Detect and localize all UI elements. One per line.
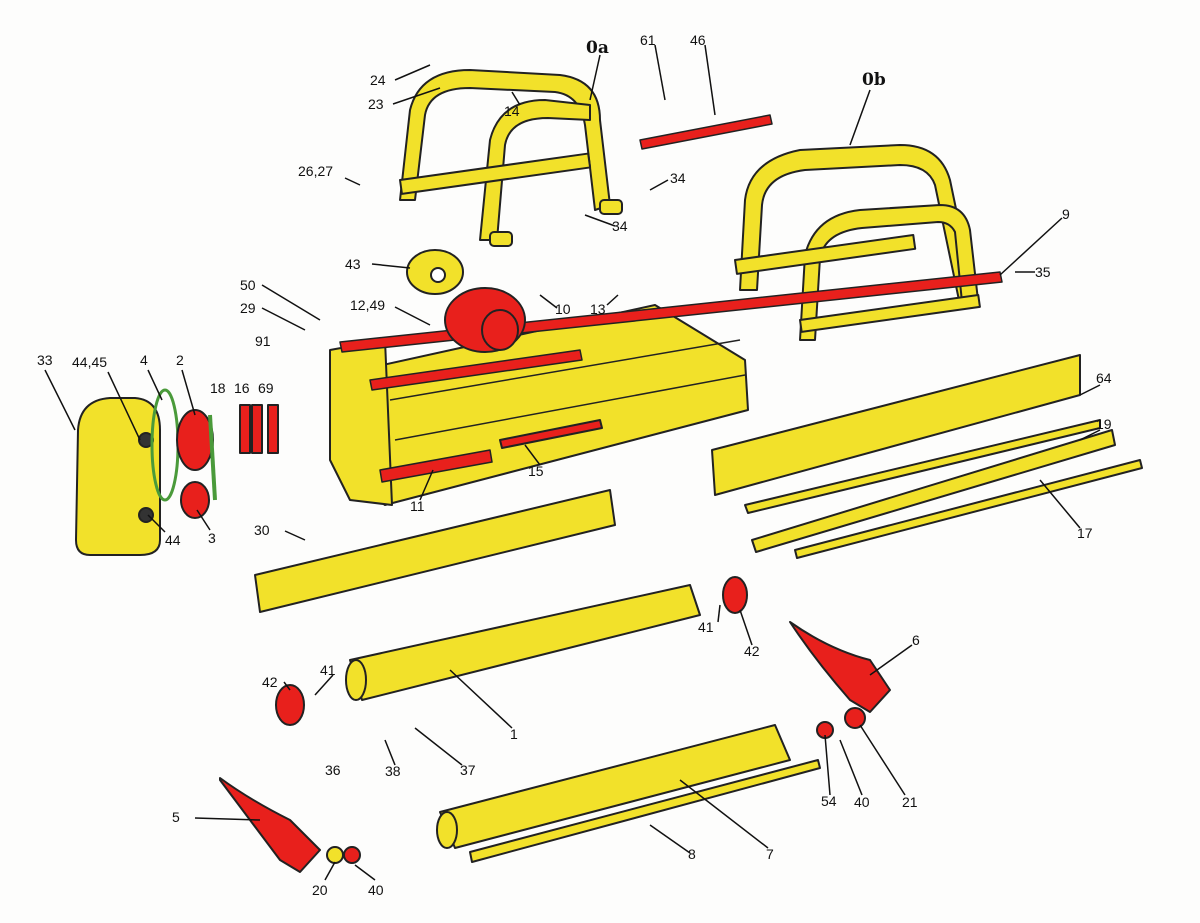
callout-label: 40 — [368, 882, 384, 898]
hood-panels — [711, 354, 1143, 559]
callout-label: 11 — [410, 498, 425, 514]
callout-label: 38 — [385, 763, 401, 779]
callout-label: 18 — [210, 380, 226, 396]
callout-label: 30 — [254, 522, 270, 538]
callout-label: 41 — [698, 619, 714, 635]
callout-label: 36 — [325, 762, 341, 778]
callout-label: 26,27 — [298, 163, 334, 179]
callout-label: 61 — [640, 32, 656, 48]
callout-label: 17 — [1077, 525, 1093, 541]
side-plates — [219, 621, 891, 873]
front-frame-0a — [399, 69, 623, 247]
callout-label: 34 — [670, 170, 686, 186]
callout-label: 9 — [1062, 206, 1070, 222]
callout-label: 64 — [1096, 370, 1112, 386]
callout-label: 12,49 — [350, 297, 386, 313]
callout-label: 35 — [1035, 264, 1051, 280]
leader-lines — [44, 44, 1101, 881]
callout-label: 13 — [590, 301, 606, 317]
callout-label: 1 — [510, 726, 518, 742]
callout-label: 37 — [460, 762, 476, 778]
callout-label: 29 — [240, 300, 256, 316]
callout-label: 5 — [172, 809, 180, 825]
gearbox — [406, 249, 526, 353]
callout-label: 6 — [912, 632, 920, 648]
callout-label: 2 — [176, 352, 184, 368]
callout-label: 42 — [262, 674, 278, 690]
rear-frame-0b — [733, 144, 981, 341]
belt-guard — [75, 397, 161, 556]
roller — [436, 724, 821, 863]
callout-label: 21 — [902, 794, 918, 810]
callout-label: 43 — [345, 256, 361, 272]
callout-label: 41 — [320, 662, 336, 678]
callout-label: 69 — [258, 380, 274, 396]
callout-label: 7 — [766, 846, 774, 862]
rotor — [275, 576, 748, 726]
callout-label: 50 — [240, 277, 256, 293]
callout-label: 23 — [368, 96, 384, 112]
callout-label: 8 — [688, 846, 696, 862]
callout-label: 44,45 — [72, 354, 108, 370]
frame-label-0a: 0a — [586, 38, 609, 58]
callout-label: 24 — [370, 72, 386, 88]
callout-label: 33 — [37, 352, 53, 368]
callout-label: 4 — [140, 352, 148, 368]
callout-label: 16 — [234, 380, 250, 396]
callout-label: 3 — [208, 530, 216, 546]
shield-bar — [254, 419, 616, 613]
frame-label-0b: 0b — [862, 70, 886, 90]
callout-label: 46 — [690, 32, 706, 48]
callout-label: 40 — [854, 794, 870, 810]
callout-label: 34 — [612, 218, 628, 234]
callout-label: 20 — [312, 882, 328, 898]
callout-label: 44 — [165, 532, 181, 548]
callout-label: 42 — [744, 643, 760, 659]
callout-label: 19 — [1096, 416, 1112, 432]
callout-label: 91 — [255, 333, 271, 349]
callout-label: 54 — [821, 793, 837, 809]
callout-label: 15 — [528, 463, 544, 479]
callout-label: 14 — [504, 103, 520, 119]
callout-label: 10 — [555, 301, 571, 317]
belts-pulleys — [150, 388, 279, 519]
